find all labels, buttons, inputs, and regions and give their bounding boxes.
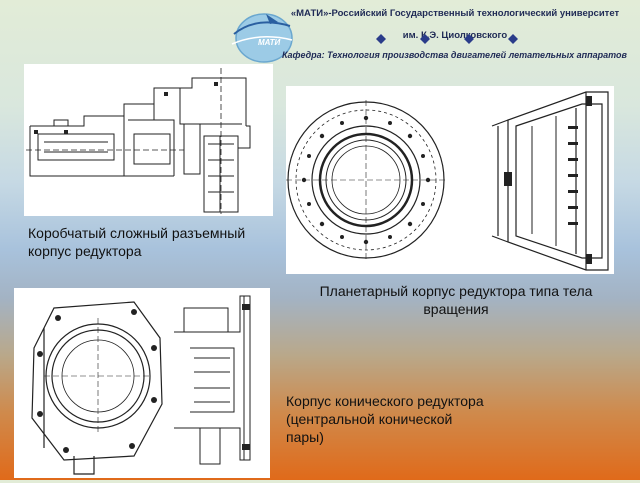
university-title: «МАТИ»-Российский Государственный технол… (290, 8, 620, 19)
department-title: Кафедра: Технология производства двигате… (282, 50, 627, 60)
bevel-housing-caption: Корпус конического редуктора (центрально… (286, 393, 484, 445)
box-housing-caption: Коробчатый сложный разъемный корпус реду… (28, 225, 246, 259)
planetary-housing-drawing (286, 86, 614, 274)
university-subtitle: им. К.Э. Циолковского (402, 30, 508, 41)
planetary-housing-caption: Планетарный корпус редуктора типа тела в… (319, 283, 593, 317)
bevel-housing-svg (31, 295, 251, 475)
box-housing-drawing (24, 64, 273, 216)
planetary-housing-svg (286, 91, 609, 271)
box-housing-svg (26, 68, 251, 214)
decorative-diamonds (376, 34, 518, 44)
bevel-housing-drawing (14, 288, 270, 478)
logo-text: МАТИ (258, 38, 281, 47)
mati-logo (231, 13, 293, 63)
